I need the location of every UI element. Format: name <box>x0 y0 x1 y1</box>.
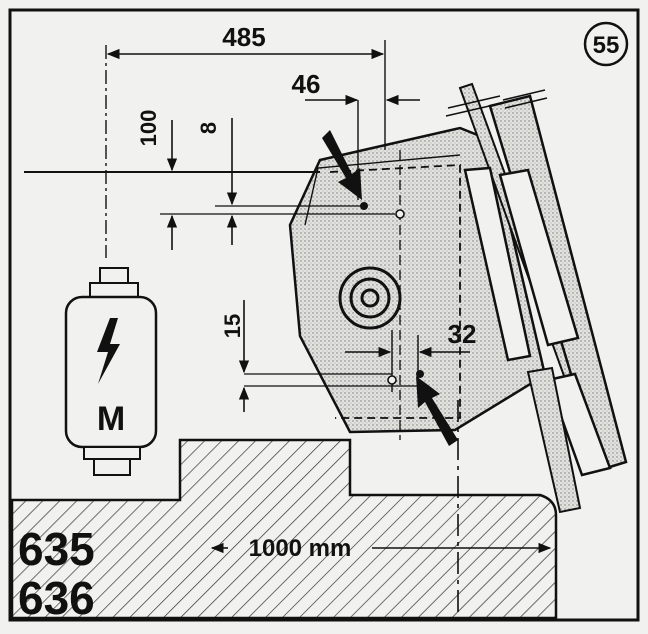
upper-mount-point <box>360 202 368 210</box>
lower-pointer-arrow <box>416 376 458 446</box>
figure-number: 55 <box>593 32 620 59</box>
model-number-635: 635 <box>18 523 95 575</box>
motor-label: M <box>97 400 125 438</box>
electric-motor <box>64 267 158 476</box>
lightning-bolt-icon <box>97 318 120 384</box>
dim-8-label: 8 <box>196 122 221 134</box>
frame-rail <box>445 82 628 514</box>
upper-reference-point <box>395 209 405 219</box>
upper-pointer-arrow <box>322 130 362 200</box>
dim-32-label: 32 <box>448 319 477 349</box>
chassis-floor <box>10 438 558 620</box>
lower-mount-point <box>416 370 424 378</box>
lower-reference-point <box>387 375 397 385</box>
dim-485-label: 485 <box>222 22 265 52</box>
mount-points <box>360 202 424 385</box>
pointer-arrows <box>322 130 458 446</box>
dim-100-label: 100 <box>136 110 161 147</box>
model-number-636: 636 <box>18 572 95 624</box>
dim-46-label: 46 <box>292 69 321 99</box>
dim-15-label: 15 <box>220 314 245 338</box>
figure-number-badge <box>583 21 629 67</box>
dim-1000mm-label: 1000 mm <box>249 535 352 562</box>
figure-frame <box>8 8 640 622</box>
